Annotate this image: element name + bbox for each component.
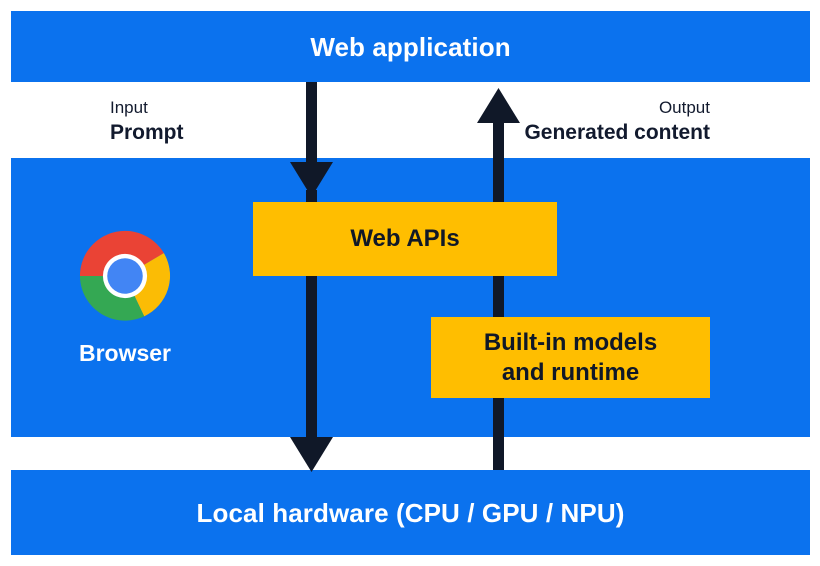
built-in-models-line1: Built-in models bbox=[483, 329, 658, 357]
output-annotation: Output Generated content bbox=[524, 98, 710, 145]
output-kind-label: Output bbox=[658, 98, 710, 117]
web-application-title: Web application bbox=[310, 31, 511, 62]
input-annotation: Input Prompt bbox=[110, 98, 184, 145]
web-apis-label: Web APIs bbox=[350, 225, 460, 253]
web-apis-box: Web APIs bbox=[253, 202, 557, 276]
local-hardware-band: Local hardware (CPU / GPU / NPU) bbox=[11, 470, 810, 555]
input-value-label: Prompt bbox=[110, 120, 184, 144]
browser-identity: Browser bbox=[60, 228, 190, 365]
built-in-models-box: Built-in models and runtime bbox=[431, 317, 710, 398]
output-value-label: Generated content bbox=[524, 120, 710, 144]
local-hardware-title: Local hardware (CPU / GPU / NPU) bbox=[196, 497, 625, 528]
web-application-band: Web application bbox=[11, 11, 810, 82]
chrome-logo-icon bbox=[79, 230, 171, 321]
browser-label: Browser bbox=[78, 340, 172, 366]
built-in-models-line2: and runtime bbox=[501, 358, 640, 386]
input-kind-label: Input bbox=[110, 98, 148, 117]
